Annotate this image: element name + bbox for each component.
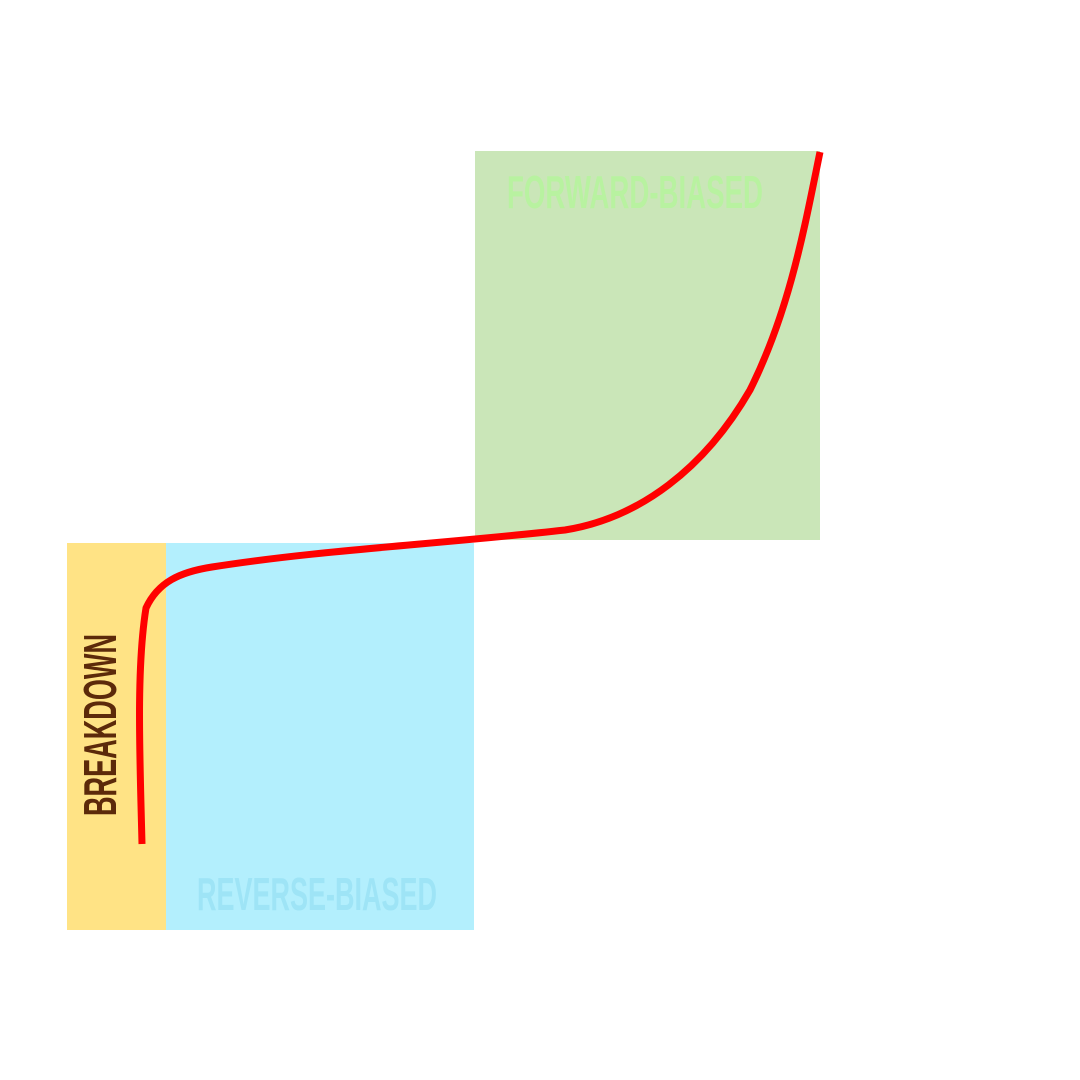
forward-biased-region [475, 151, 820, 540]
reverse-biased-region [166, 543, 474, 930]
breakdown-label: BREAKDOWN [74, 634, 126, 816]
forward-biased-label: FORWARD-BIASED [507, 166, 763, 218]
reverse-biased-label: REVERSE-BIASED [197, 868, 437, 920]
iv-curve [136, 151, 824, 845]
